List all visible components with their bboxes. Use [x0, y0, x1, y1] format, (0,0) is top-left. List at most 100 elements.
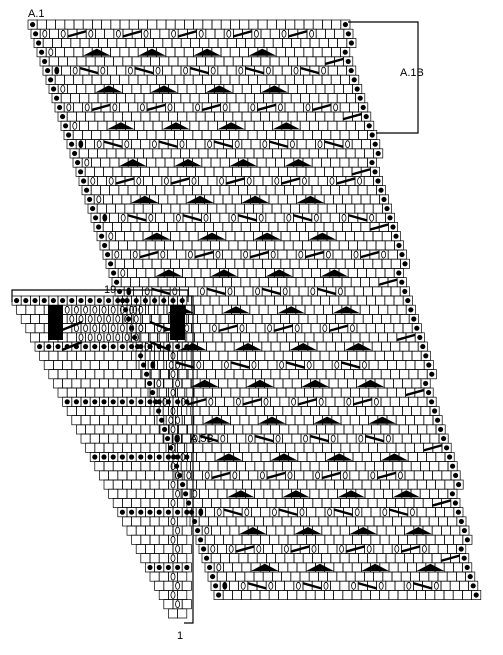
yarn-over-oval — [322, 324, 328, 333]
double-decrease-triangle — [155, 269, 183, 277]
grid-cell — [112, 369, 123, 380]
grid-cell — [281, 148, 292, 159]
grid-cell — [393, 295, 404, 306]
grid-cell — [346, 38, 357, 48]
grid-cell — [340, 498, 350, 508]
grid-cell — [243, 286, 254, 297]
grid-cell — [126, 360, 137, 370]
decrease-bar — [249, 251, 269, 259]
grid-cell — [337, 433, 348, 444]
grid-cell — [113, 56, 124, 67]
grid-cell — [234, 258, 245, 269]
grid-cell — [237, 268, 248, 278]
yarn-over-oval — [170, 591, 176, 599]
grid-cell — [329, 295, 340, 306]
grid-cell — [274, 295, 284, 306]
decrease-bar — [336, 177, 356, 185]
purl-dot — [41, 298, 47, 304]
grid-cell — [314, 222, 325, 232]
grid-cell — [96, 203, 107, 214]
yarn-over-oval — [124, 315, 130, 323]
grid-cell — [263, 93, 274, 104]
grid-cell — [348, 240, 358, 251]
grid-cell — [211, 19, 222, 30]
grid-cell — [198, 148, 209, 159]
grid-cell — [126, 470, 137, 481]
grid-cell — [420, 461, 430, 472]
grid-cell — [381, 341, 391, 352]
double-decrease-triangle — [205, 85, 233, 93]
grid-cell — [231, 277, 242, 288]
grid-cell — [157, 277, 168, 288]
grid-cell — [103, 479, 114, 490]
grid-cell — [307, 369, 318, 380]
grid-cell — [205, 28, 216, 39]
grid-cell — [248, 74, 258, 85]
grid-cell — [188, 203, 199, 214]
purl-dot — [36, 40, 42, 46]
double-decrease-triangle — [251, 563, 279, 571]
grid-cell — [444, 534, 454, 545]
purl-dot — [119, 509, 125, 515]
grid-cell — [251, 507, 261, 518]
grid-cell — [303, 498, 314, 508]
grid-cell — [79, 93, 90, 104]
grid-cell — [381, 314, 392, 324]
grid-cell — [423, 415, 434, 426]
grid-cell — [277, 222, 288, 232]
grid-cell — [331, 19, 342, 30]
purl-dot — [156, 454, 162, 460]
grid-cell — [269, 479, 280, 490]
grid-cell — [286, 277, 297, 288]
grid-cell — [84, 166, 95, 177]
grid-cell — [97, 120, 108, 131]
grid-cell — [34, 323, 45, 334]
grid-cell — [335, 231, 346, 242]
grid-cell — [208, 93, 218, 104]
grid-cell — [99, 360, 109, 370]
grid-cell — [171, 65, 182, 76]
grid-cell — [416, 479, 427, 490]
grid-cell — [280, 203, 291, 214]
yarn-over-oval — [83, 324, 89, 333]
grid-cell — [252, 314, 263, 324]
grid-cell — [214, 56, 225, 67]
grid-cell — [237, 240, 248, 251]
grid-cell — [248, 442, 259, 453]
grid-cell — [142, 203, 153, 214]
grid-cell — [243, 314, 254, 324]
grid-cell — [337, 378, 348, 389]
grid-cell — [120, 277, 131, 288]
grid-cell — [382, 544, 393, 554]
decrease-bar — [413, 582, 432, 590]
grid-cell — [358, 470, 369, 481]
grid-cell — [109, 212, 119, 223]
grid-cell — [317, 176, 328, 186]
grid-cell — [238, 553, 249, 564]
grid-cell — [299, 571, 310, 582]
grid-cell — [302, 553, 313, 564]
grid-cell — [385, 553, 396, 564]
grid-cell — [272, 461, 283, 472]
grid-cell — [246, 295, 257, 306]
yarn-over-oval — [253, 29, 259, 38]
decrease-bar — [201, 103, 221, 111]
double-decrease-triangle — [229, 159, 257, 167]
grid-cell — [373, 544, 384, 554]
yarn-over-filled — [78, 140, 84, 149]
grid-cell — [364, 488, 375, 499]
grid-cell — [211, 525, 221, 536]
double-decrease-triangle — [289, 343, 317, 351]
decrease-bar — [225, 177, 245, 185]
grid-cell — [198, 176, 209, 186]
yarn-over-oval — [373, 397, 379, 406]
yarn-over-oval — [133, 333, 139, 342]
grid-cell — [218, 406, 228, 416]
grid-cell — [158, 387, 169, 398]
grid-cell — [371, 369, 382, 380]
grid-cell — [372, 231, 383, 242]
grid-cell — [337, 406, 348, 416]
grid-cell — [305, 222, 316, 232]
grid-cell — [262, 258, 272, 269]
grid-cell — [71, 378, 82, 389]
